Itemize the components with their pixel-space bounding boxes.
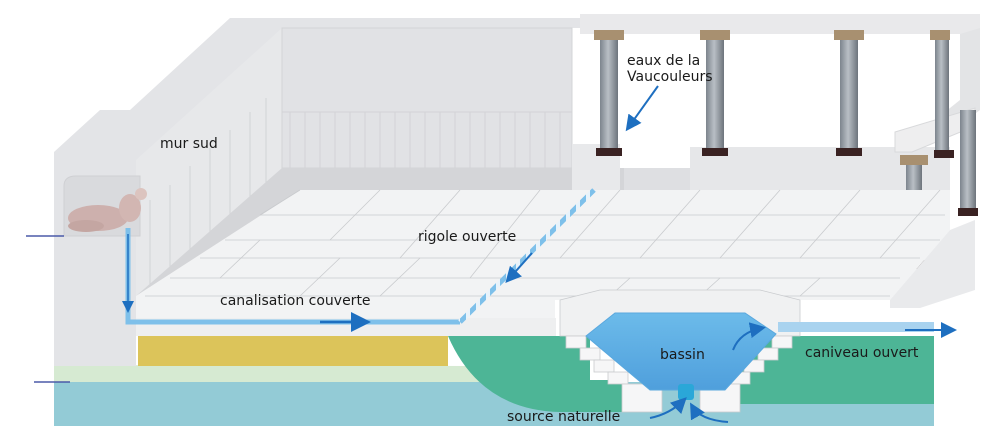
open-channel-label: rigole ouverte (418, 229, 517, 245)
basin-label: bassin (660, 347, 705, 363)
pale-green-layer (54, 365, 500, 382)
covered-pipe-label: canalisation couverte (220, 293, 371, 309)
arrow-down-left-icon (505, 252, 533, 283)
column (930, 30, 954, 158)
column (834, 30, 864, 156)
open-channel-flow (458, 188, 596, 324)
clay-layer (138, 336, 448, 366)
south-wall (54, 18, 980, 366)
south-wall-label: mur sud (160, 136, 218, 152)
vaucouleurs-water-label: eaux de la Vaucouleurs (627, 53, 713, 85)
open-gutter-label: caniveau ouvert (805, 345, 919, 361)
basin-structure (559, 289, 801, 413)
natural-spring-label: source naturelle (507, 409, 621, 425)
open-gutter-flow (778, 322, 934, 332)
reclining-statue-icon (68, 188, 147, 232)
column (958, 110, 978, 216)
column (594, 30, 624, 156)
spring-outlet (678, 384, 694, 400)
arrow-down-left-icon (625, 85, 659, 132)
colonnade-beam (580, 14, 980, 153)
ground-layers (54, 336, 934, 426)
arrow-curve-icon (732, 322, 766, 351)
water-flows (122, 85, 957, 423)
column (700, 30, 730, 156)
arrow-curve-icon (649, 397, 687, 419)
green-layer-right (740, 336, 934, 404)
basin-water (585, 312, 777, 391)
arrow-curve-icon (690, 402, 729, 423)
